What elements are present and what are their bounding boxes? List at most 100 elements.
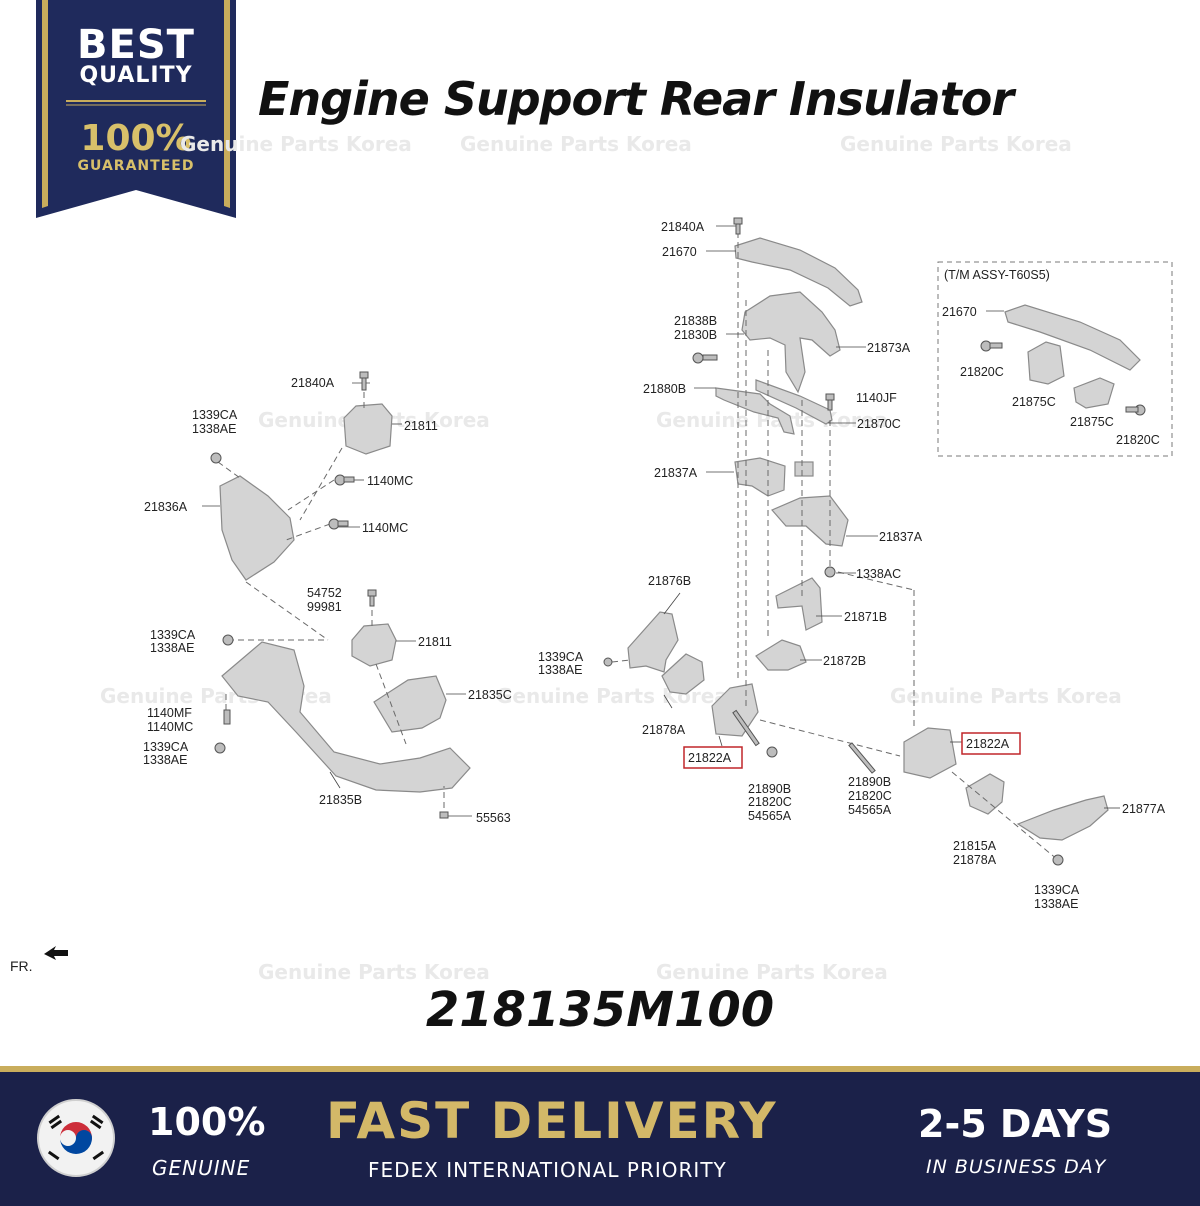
label-21870c: 21870C	[857, 417, 901, 431]
watermark: Genuine Parts Korea	[258, 960, 490, 984]
label-54565a: 54565A	[748, 809, 792, 823]
label-1339ca: 1339CA	[192, 408, 238, 422]
strip-21870c	[755, 379, 833, 425]
highlight-21822a-left	[683, 746, 743, 769]
label-21820c: 21820C	[960, 365, 1004, 379]
label-21873a: 21873A	[867, 341, 911, 355]
bracket-21876b	[627, 611, 679, 673]
watermark: Genuine Parts Korea	[840, 132, 1072, 156]
watermark: Genuine Parts Korea	[656, 960, 888, 984]
bracket-21837a-lower	[771, 495, 849, 547]
label-55563: 55563	[476, 811, 511, 825]
insulator-21875c	[1027, 341, 1065, 385]
bracket-21835c	[373, 675, 447, 733]
bracket-21877a	[1016, 795, 1109, 841]
korea-flag-icon	[37, 1099, 115, 1177]
bushing-21878a	[661, 653, 705, 695]
crossmember-21670	[734, 237, 863, 307]
label-21876b: 21876B	[648, 574, 691, 588]
label-21836a: 21836A	[144, 500, 188, 514]
label-1140mc: 1140MC	[147, 720, 193, 734]
label-21838b: 21838B	[674, 314, 717, 328]
label-1338ae: 1338AE	[150, 641, 194, 655]
badge-best: BEST	[77, 22, 195, 68]
label-21670: 21670	[662, 245, 697, 259]
label-21837a: 21837A	[654, 466, 698, 480]
shipping-method: FEDEX INTERNATIONAL PRIORITY	[368, 1158, 727, 1182]
business-day-label: IN BUSINESS DAY	[926, 1156, 1107, 1178]
label-21880b: 21880B	[643, 382, 686, 396]
label-21871b: 21871B	[844, 610, 887, 624]
label-21822a: 21822A	[688, 751, 732, 765]
label-21890b: 21890B	[848, 775, 891, 789]
ribbon-badge-icon	[36, 0, 236, 218]
watermark: Genuine Parts Korea	[180, 132, 412, 156]
label-21820c: 21820C	[848, 789, 892, 803]
crossmember-inset	[1004, 304, 1141, 371]
insulator-21822a-left	[711, 683, 759, 737]
inset-frame	[937, 261, 1173, 457]
label-1339ca: 1339CA	[143, 740, 189, 754]
label-99981: 99981	[307, 600, 342, 614]
exploded-parts-diagram: (T/M ASSY-T60S5) 21840A 21670 21838B 218…	[44, 217, 1173, 960]
label-21830b: 21830B	[674, 328, 717, 342]
bracket-21872b	[755, 639, 807, 671]
strip-21880b	[715, 387, 795, 435]
badge-guaranteed: GUARANTEED	[77, 158, 195, 174]
watermark: Genuine Parts Korea	[460, 132, 692, 156]
label-1338ae: 1338AE	[1034, 897, 1078, 911]
fast-delivery-heading: FAST DELIVERY	[326, 1092, 778, 1150]
label-21815a: 21815A	[953, 839, 997, 853]
label-1140mf: 1140MF	[147, 706, 192, 720]
bracket-21873a	[741, 291, 841, 394]
label-21837a: 21837A	[879, 530, 923, 544]
label-21670: 21670	[942, 305, 977, 319]
label-1339ca: 1339CA	[1034, 883, 1080, 897]
label-54752: 54752	[307, 586, 342, 600]
insulator-21822a-right	[903, 727, 957, 779]
bracket-21875c	[1073, 377, 1115, 409]
label-54565a: 54565A	[848, 803, 892, 817]
label-1339ca: 1339CA	[538, 650, 584, 664]
delivery-days: 2-5 DAYS	[918, 1102, 1113, 1146]
label-21835c: 21835C	[468, 688, 512, 702]
genuine-label: GENUINE	[152, 1156, 251, 1180]
label-21878a: 21878A	[953, 853, 997, 867]
label-1338ae: 1338AE	[143, 753, 187, 767]
delivery-banner: 100% GENUINE FAST DELIVERY FEDEX INTERNA…	[0, 1066, 1200, 1206]
badge-quality: QUALITY	[79, 63, 193, 88]
genuine-percent: 100%	[148, 1100, 266, 1144]
label-21875c: 21875C	[1070, 415, 1114, 429]
label-21877a: 21877A	[1122, 802, 1166, 816]
label-21820c: 21820C	[1116, 433, 1160, 447]
label-21840a: 21840A	[291, 376, 335, 390]
part-number: 218135M100	[425, 982, 775, 1038]
bracket-21837a-upper	[734, 457, 786, 497]
label-1338ae: 1338AE	[538, 663, 582, 677]
bushing-21815a	[965, 773, 1005, 815]
label-21822a: 21822A	[966, 737, 1010, 751]
best-quality-badge: BEST QUALITY 100% GUARANTEED	[36, 0, 236, 218]
label-21875c: 21875C	[1012, 395, 1056, 409]
label-1140mc: 1140MC	[362, 521, 408, 535]
label-21835b: 21835B	[319, 793, 362, 807]
product-title: Engine Support Rear Insulator	[258, 72, 1014, 126]
crossmember-21835b	[221, 641, 471, 793]
label-1339ca: 1339CA	[150, 628, 196, 642]
label-21872b: 21872B	[823, 654, 866, 668]
label-21878a: 21878A	[642, 723, 686, 737]
label-1140mc: 1140MC	[367, 474, 413, 488]
label-21890b: 21890B	[748, 782, 791, 796]
front-direction-label: FR.	[10, 958, 33, 974]
bracket-21871b	[775, 577, 823, 631]
highlight-21822a-right	[961, 732, 1021, 755]
label-1338ac: 1338AC	[856, 567, 901, 581]
front-arrow-icon	[44, 946, 68, 960]
badge-percent: 100%	[80, 118, 192, 159]
label-1338ae: 1338AE	[192, 422, 236, 436]
label-21840a: 21840A	[661, 220, 705, 234]
bracket-21836a	[219, 475, 295, 581]
label-1140jf: 1140JF	[856, 391, 897, 405]
label-21820c: 21820C	[748, 795, 792, 809]
watermark: Genuine Parts Korea	[890, 684, 1122, 708]
